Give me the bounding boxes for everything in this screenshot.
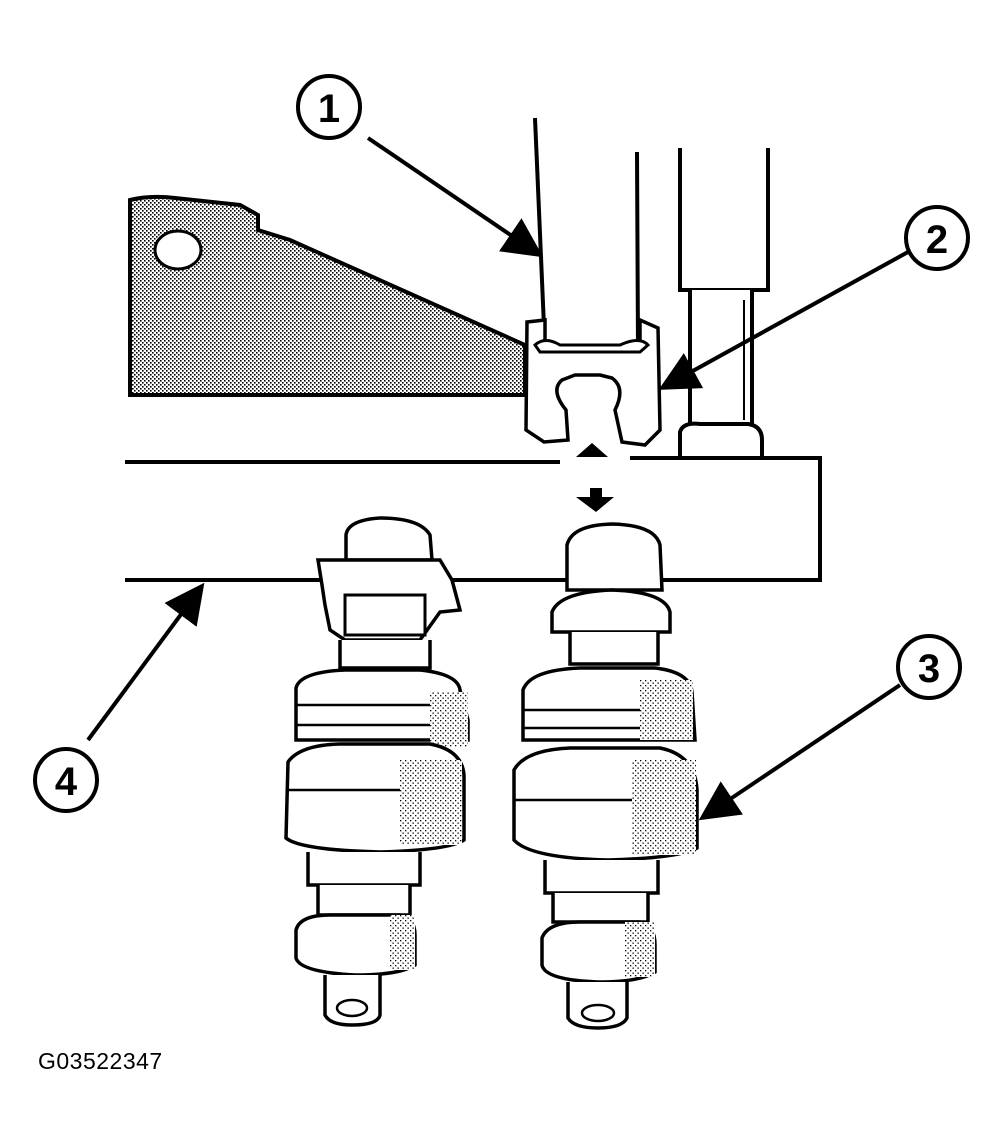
direction-arrows <box>576 443 614 512</box>
leader-line-2 <box>658 250 909 390</box>
fuel-tube <box>678 148 770 460</box>
callout-3: 3 <box>896 634 962 700</box>
callout-4-label: 4 <box>55 760 78 804</box>
arrow-down <box>576 497 614 512</box>
bracket-hole <box>153 229 203 271</box>
figure-id: G03522347 <box>38 1048 163 1074</box>
leader-lines <box>86 136 909 821</box>
retaining-clip <box>524 317 662 447</box>
callout-1-label: 1 <box>318 87 340 131</box>
callout-1: 1 <box>296 74 362 140</box>
fuel-injector-left <box>284 516 470 1027</box>
arrow-up <box>576 443 608 457</box>
leader-line-1 <box>366 136 544 258</box>
callout-2: 2 <box>904 205 970 271</box>
leader-line-4 <box>86 582 205 742</box>
fuel-rail <box>125 456 822 582</box>
callout-2-label: 2 <box>926 218 948 262</box>
leader-line-3 <box>698 683 902 821</box>
callout-4: 4 <box>33 747 99 813</box>
mounting-bracket <box>128 194 527 397</box>
injector-socket-tube <box>533 117 641 352</box>
callout-3-label: 3 <box>918 647 940 691</box>
fuel-injector-right <box>512 522 699 1030</box>
